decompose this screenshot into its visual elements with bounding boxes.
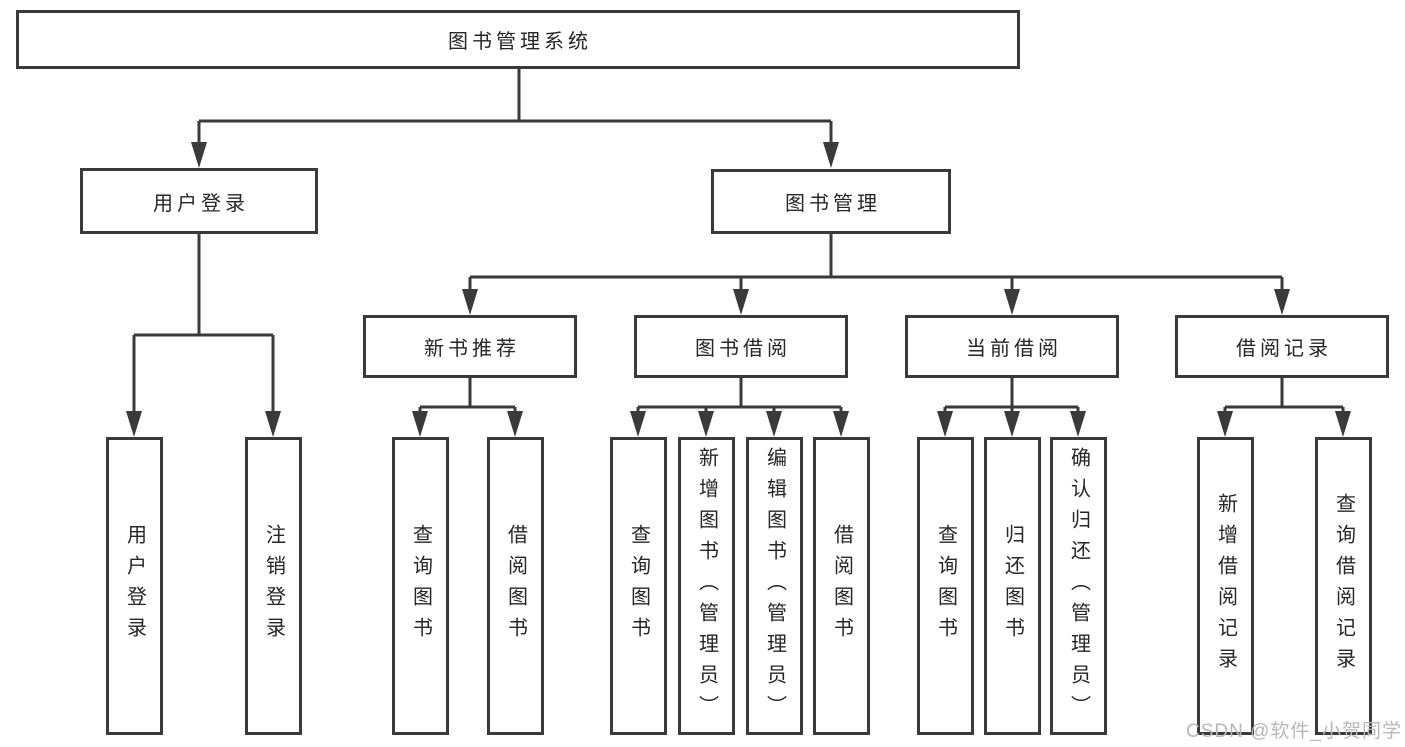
leaf-borrow-books-2: 借阅图书 [813, 437, 870, 735]
leaf-label: 新增借阅记录 [1214, 493, 1237, 679]
node-label: 当前借阅 [966, 338, 1062, 360]
leaf-label: 借阅图书 [504, 524, 527, 648]
leaf-label: 借阅图书 [830, 524, 853, 648]
leaf-query-borrow-record: 查询借阅记录 [1315, 437, 1372, 735]
leaf-label: 编辑图书（管理员） [763, 446, 786, 726]
arrowheads [126, 142, 1351, 437]
leaf-label: 查询图书 [934, 524, 957, 648]
leaf-label: 查询图书 [409, 524, 432, 648]
leaf-confirm-return-admin: 确认归还（管理员） [1050, 437, 1107, 735]
leaf-label: 注销登录 [262, 524, 285, 648]
node-label: 用户登录 [153, 192, 249, 215]
node-label: 图书借阅 [695, 338, 791, 360]
leaf-query-books-2: 查询图书 [610, 437, 667, 735]
leaf-label: 新增图书（管理员） [695, 446, 718, 726]
node-label: 新书推荐 [424, 338, 520, 360]
leaf-label: 归还图书 [1001, 524, 1024, 648]
node-new-book-recommend: 新书推荐 [363, 315, 577, 378]
leaf-label: 确认归还（管理员） [1067, 446, 1090, 726]
csdn-watermark: CSDN @软件_小贺同学 [1186, 721, 1402, 742]
leaf-query-books-1: 查询图书 [392, 437, 449, 735]
node-current-borrow: 当前借阅 [905, 315, 1119, 378]
node-label: 图书管理系统 [448, 31, 592, 53]
leaf-borrow-books-1: 借阅图书 [487, 437, 544, 735]
leaf-add-borrow-record: 新增借阅记录 [1197, 437, 1254, 735]
leaf-label: 查询借阅记录 [1332, 493, 1355, 679]
leaf-label: 用户登录 [123, 524, 146, 648]
node-label: 借阅记录 [1236, 338, 1332, 360]
leaf-return-books: 归还图书 [984, 437, 1041, 735]
node-borrow-records: 借阅记录 [1175, 315, 1389, 378]
leaf-logout: 注销登录 [245, 437, 302, 735]
node-book-management-branch: 图书管理 [711, 169, 951, 234]
node-library-management-system: 图书管理系统 [16, 10, 1020, 69]
leaf-edit-books-admin: 编辑图书（管理员） [746, 437, 803, 735]
leaf-query-books-3: 查询图书 [917, 437, 974, 735]
leaf-label: 查询图书 [627, 524, 650, 648]
leaf-add-books-admin: 新增图书（管理员） [678, 437, 735, 735]
leaf-user-login: 用户登录 [106, 437, 163, 735]
node-label: 图书管理 [785, 193, 881, 215]
node-user-login-branch: 用户登录 [80, 168, 318, 234]
node-book-borrow: 图书借阅 [634, 315, 848, 378]
